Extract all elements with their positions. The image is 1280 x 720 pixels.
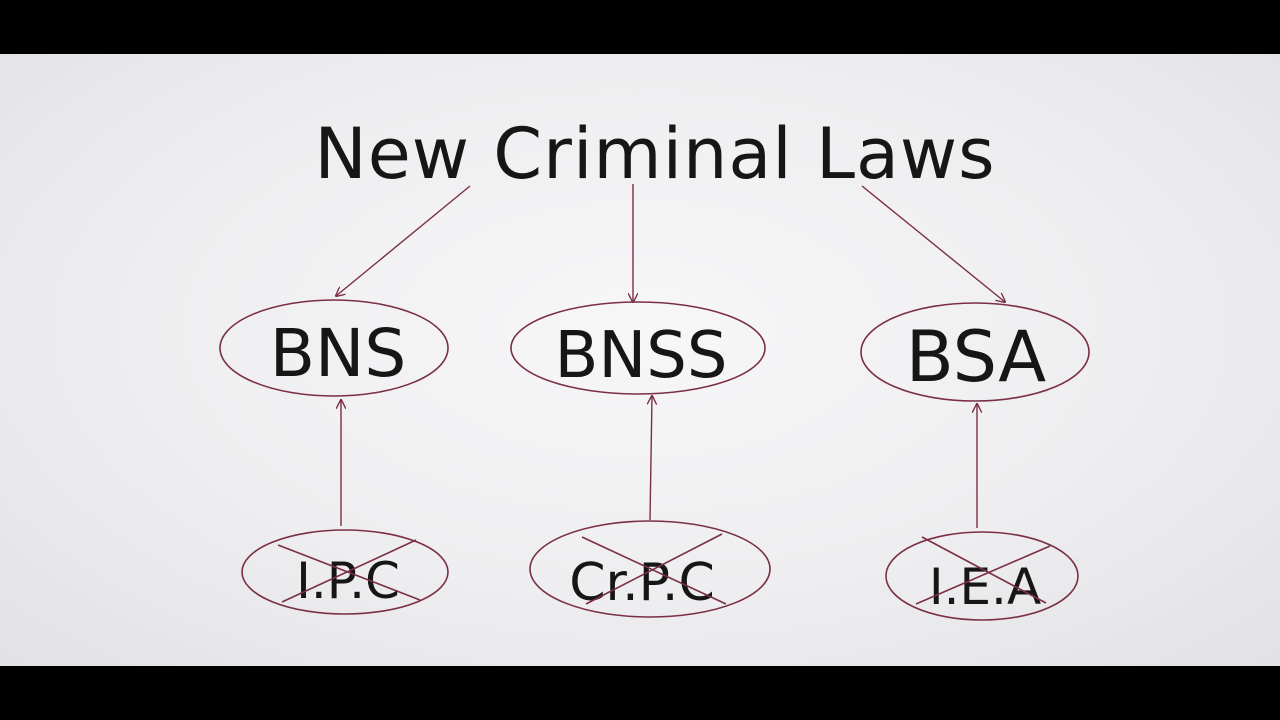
iea-label: I.E.A bbox=[929, 558, 1041, 616]
old-law-crpc: Cr.P.C bbox=[529, 520, 771, 618]
crpc-oval bbox=[529, 520, 771, 618]
diagram-title: New Criminal Laws bbox=[314, 113, 995, 195]
iea-strike-x bbox=[915, 536, 1051, 605]
arrow-title-to-bns bbox=[336, 185, 471, 296]
replacement-arrows bbox=[341, 396, 977, 528]
bsa-oval bbox=[860, 302, 1090, 402]
bnss-label: BNSS bbox=[554, 319, 727, 393]
title-arrows bbox=[336, 184, 1005, 302]
new-law-bnss: BNSS bbox=[510, 301, 766, 395]
letterbox-top bbox=[0, 0, 1280, 54]
new-law-bns: BNS bbox=[219, 299, 449, 397]
ipc-oval bbox=[241, 529, 449, 615]
old-law-ipc: I.P.C bbox=[241, 529, 449, 615]
bns-label: BNS bbox=[270, 315, 407, 392]
arrow-title-to-bsa bbox=[861, 185, 1005, 302]
letterbox-bottom bbox=[0, 666, 1280, 720]
ipc-label: I.P.C bbox=[296, 552, 400, 610]
new-law-bsa: BSA bbox=[860, 302, 1090, 402]
crpc-strike-x bbox=[581, 533, 727, 605]
arrow-crpc-to-bnss bbox=[650, 396, 652, 521]
iea-oval bbox=[885, 531, 1079, 621]
crpc-label: Cr.P.C bbox=[569, 553, 715, 613]
ipc-strike-x bbox=[277, 539, 421, 603]
bsa-label: BSA bbox=[906, 316, 1047, 398]
bns-oval bbox=[219, 299, 449, 397]
old-law-iea: I.E.A bbox=[885, 531, 1079, 621]
bnss-oval bbox=[510, 301, 766, 395]
